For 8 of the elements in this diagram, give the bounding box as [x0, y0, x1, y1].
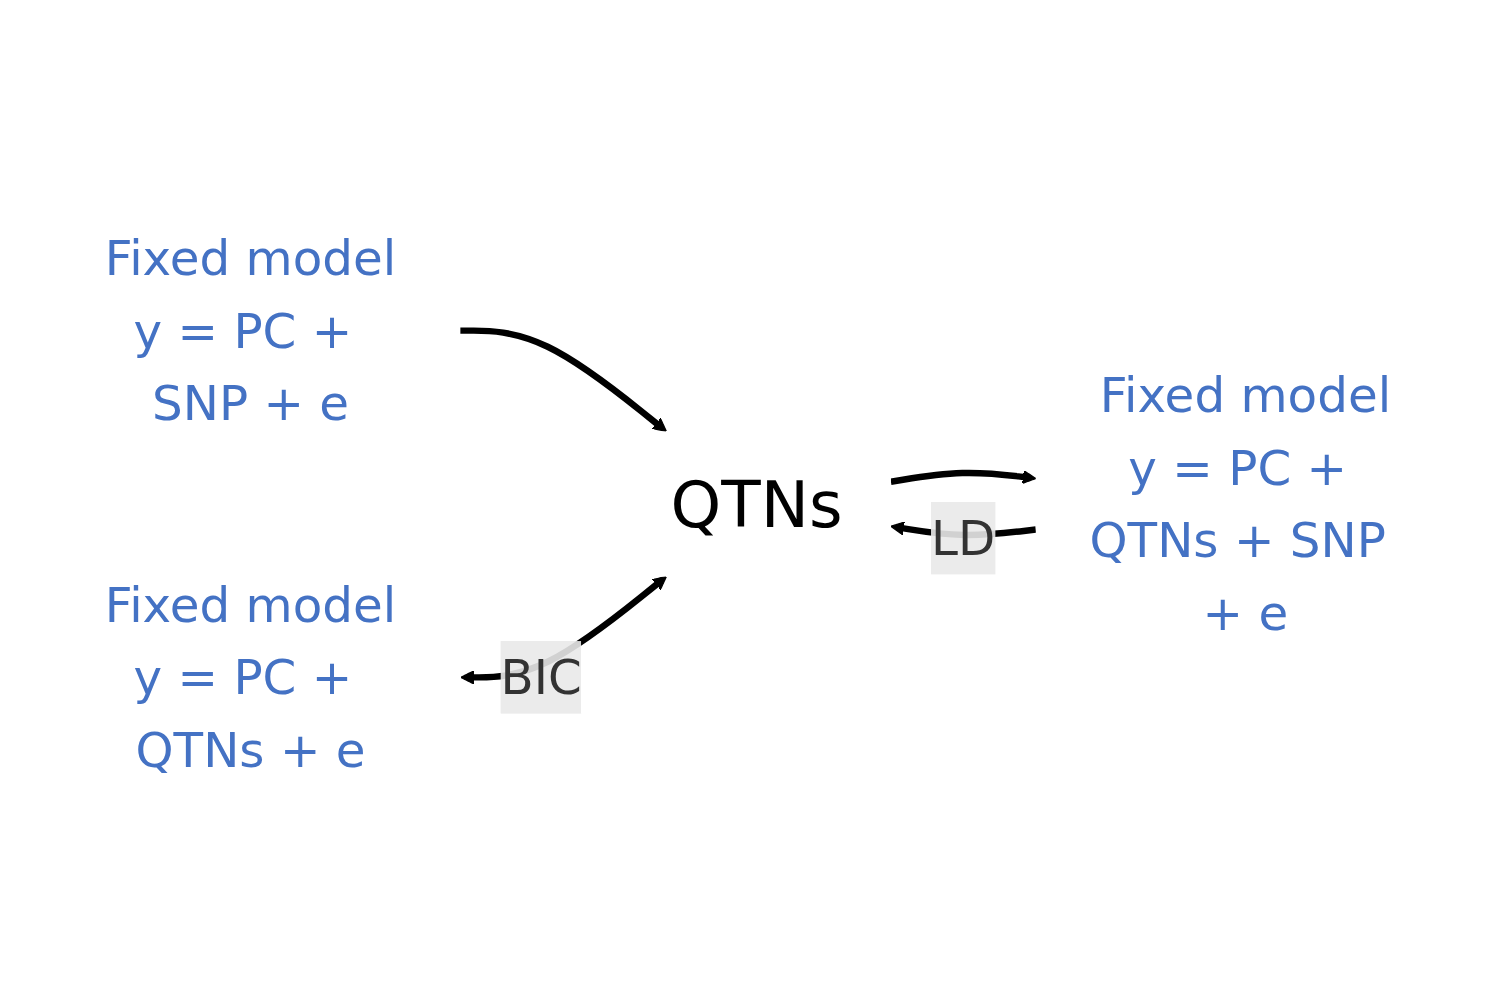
node-text: Fixed model y = PC + QTNs + SNP + e [1089, 366, 1392, 641]
edge-label: BIC [500, 648, 582, 706]
edge-label: LD [931, 509, 996, 566]
arrow [460, 326, 667, 432]
node-text: QTNs [670, 466, 843, 541]
arrow [890, 469, 1037, 485]
node-text: Fixed model y = PC + QTNs + e [104, 576, 397, 778]
node-text: Fixed model y = PC + SNP + e [104, 229, 397, 431]
